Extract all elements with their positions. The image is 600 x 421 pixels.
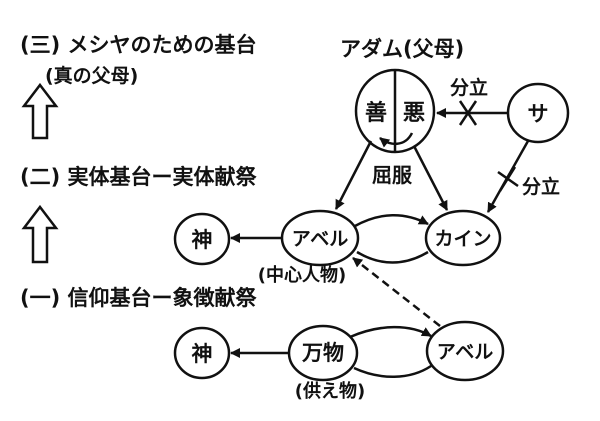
satan-label: サ bbox=[528, 102, 549, 126]
god-label-substantial: 神 bbox=[192, 228, 213, 252]
abel-to-cain-arrow bbox=[354, 214, 429, 228]
good-to-abel-arrow bbox=[334, 140, 373, 210]
cain-label: カイン bbox=[434, 228, 491, 250]
submission-label: 屈服 bbox=[372, 163, 413, 187]
up-arrow-icon bbox=[21, 204, 59, 264]
evil-label: 悪 bbox=[403, 101, 425, 126]
stage3-subheading: (真の父母) bbox=[45, 64, 138, 87]
abel-label-faith: アベル bbox=[437, 341, 494, 363]
submission-curve-arrow bbox=[379, 132, 414, 148]
separation-label-2: 分立 bbox=[522, 175, 560, 198]
abel-circle-faith bbox=[425, 320, 505, 382]
stage2-heading: (二) 実体基台ー実体献祭 bbox=[20, 165, 258, 189]
good-label: 善 bbox=[365, 100, 387, 126]
offering-label: (供え物) bbox=[295, 380, 365, 402]
up-arrow-icon bbox=[21, 82, 59, 140]
all-things-label: 万物 bbox=[301, 341, 344, 365]
evil-to-cain-arrow bbox=[412, 145, 449, 211]
abel-to-offering-curve bbox=[353, 364, 432, 378]
god-label-faith: 神 bbox=[192, 342, 213, 366]
adam-label: アダム(父母) bbox=[340, 37, 464, 61]
separation-label-1: 分立 bbox=[450, 76, 488, 99]
cross-mark-icon bbox=[458, 100, 478, 126]
cross-mark-icon bbox=[497, 166, 519, 192]
offering-to-abel-arrow bbox=[349, 325, 432, 339]
cain-circle bbox=[424, 209, 502, 267]
abel-lineage-dashed-arrow bbox=[352, 257, 441, 327]
abel-label-substantial: アベル bbox=[292, 228, 349, 250]
stage1-heading: (一) 信仰基台ー象徴献祭 bbox=[20, 286, 258, 310]
central-person-label: (中心人物) bbox=[258, 264, 346, 286]
god-circle-substantial bbox=[173, 212, 231, 266]
stage3-heading: (三) メシヤのための基台 bbox=[20, 33, 257, 57]
cain-to-abel-curve bbox=[356, 250, 429, 264]
god-circle-faith bbox=[173, 326, 231, 380]
